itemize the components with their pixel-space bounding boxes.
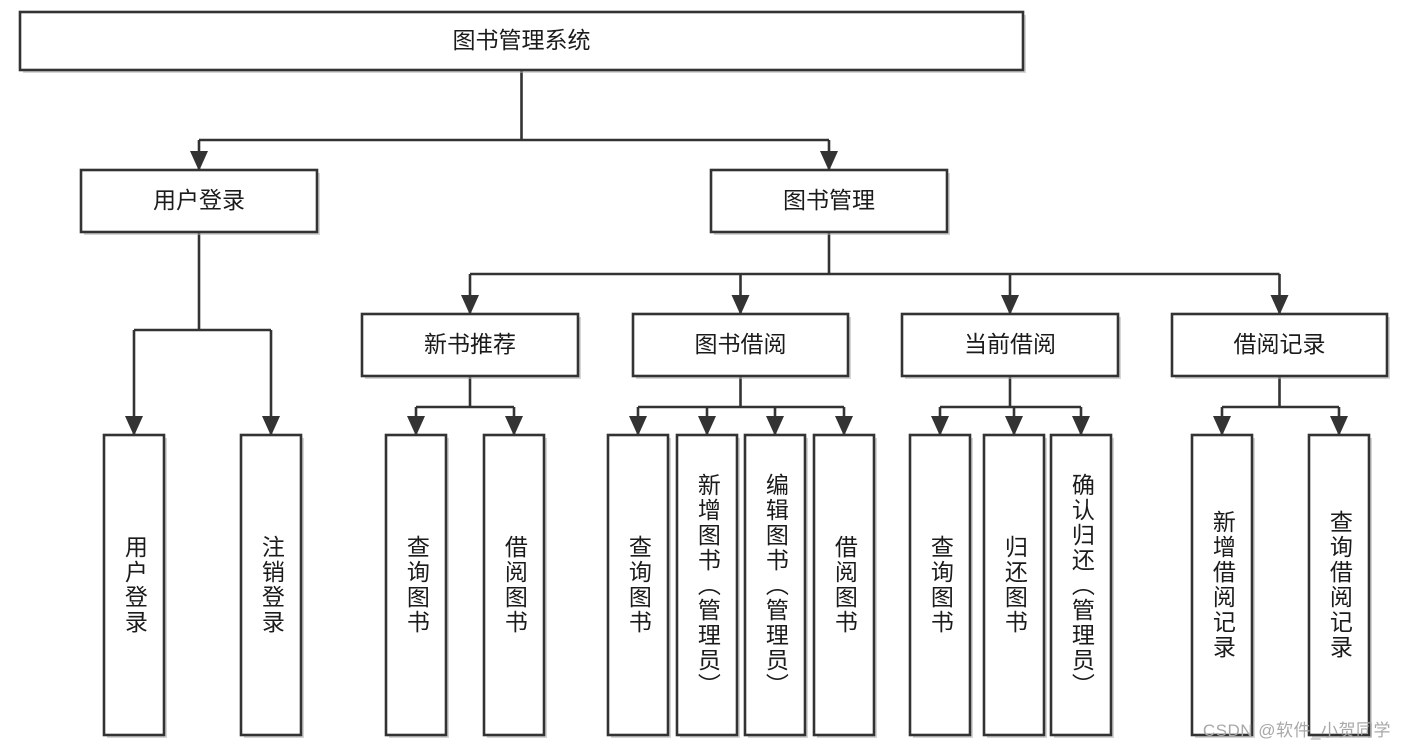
leaf-node-leaf-add-record[interactable] [1190,433,1255,738]
leaf-node-leaf-borrow-book-2[interactable] [812,433,877,738]
connector-arrowhead [1270,295,1289,315]
level3-node-borrow-record[interactable]: 借阅记录 [1170,312,1390,379]
root-node-book-management-system-label: 图书管理系统 [453,27,591,53]
connector-arrowhead [1072,416,1090,436]
connector-arrowhead [731,295,750,315]
leaf-node-leaf-return-book[interactable] [982,433,1047,738]
connector-arrowhead [1213,416,1231,436]
connector-arrowhead [125,416,143,436]
leaf-node-leaf-user-login[interactable] [102,433,167,738]
connector-arrowhead [461,295,479,315]
connector-arrowhead [629,416,647,436]
connector-arrowhead [1005,416,1023,436]
level3-node-book-borrow[interactable]: 图书借阅 [631,312,851,379]
level2-node-user-login[interactable]: 用户登录 [79,168,320,235]
level2-node-book-manage-label: 图书管理 [783,187,875,213]
connector-arrowhead [931,416,949,436]
leaf-node-leaf-query-book-3[interactable] [908,433,973,738]
level3-node-borrow-record-label: 借阅记录 [1234,331,1326,357]
level3-node-current-borrow[interactable]: 当前借阅 [900,312,1121,379]
level3-node-new-book-recommend[interactable]: 新书推荐 [360,312,581,379]
leaf-node-leaf-query-book-2[interactable] [606,433,671,738]
leaf-node-leaf-edit-book[interactable] [743,433,808,738]
connector-arrowhead [407,416,425,436]
watermark-text: CSDN @软件_小贺同学 [1202,721,1391,740]
leaf-node-leaf-add-book[interactable] [675,433,740,738]
connector-arrowhead [505,416,523,436]
connector-arrowhead [1001,295,1019,315]
level2-node-user-login-label: 用户登录 [153,187,245,213]
connector-arrowhead [190,151,208,171]
leaf-node-leaf-logout[interactable] [239,433,304,738]
leaf-node-leaf-query-record[interactable] [1307,433,1372,738]
level3-node-book-borrow-label: 图书借阅 [695,331,787,357]
connector-arrowhead [820,151,838,171]
connector-arrowhead [835,416,853,436]
connector-arrowhead [766,416,784,436]
connector-arrowhead [698,416,716,436]
root-node-book-management-system[interactable]: 图书管理系统 [18,10,1026,73]
level3-node-current-borrow-label: 当前借阅 [964,331,1056,357]
level3-node-new-book-recommend-label: 新书推荐 [424,331,516,357]
leaf-node-leaf-borrow-book-1[interactable] [482,433,547,738]
connector-arrowhead [1330,416,1348,436]
level2-node-book-manage[interactable]: 图书管理 [709,168,950,235]
leaf-node-leaf-query-book-1[interactable] [384,433,449,738]
leaf-node-leaf-confirm-return[interactable] [1049,433,1114,738]
connector-arrowhead [262,416,280,436]
